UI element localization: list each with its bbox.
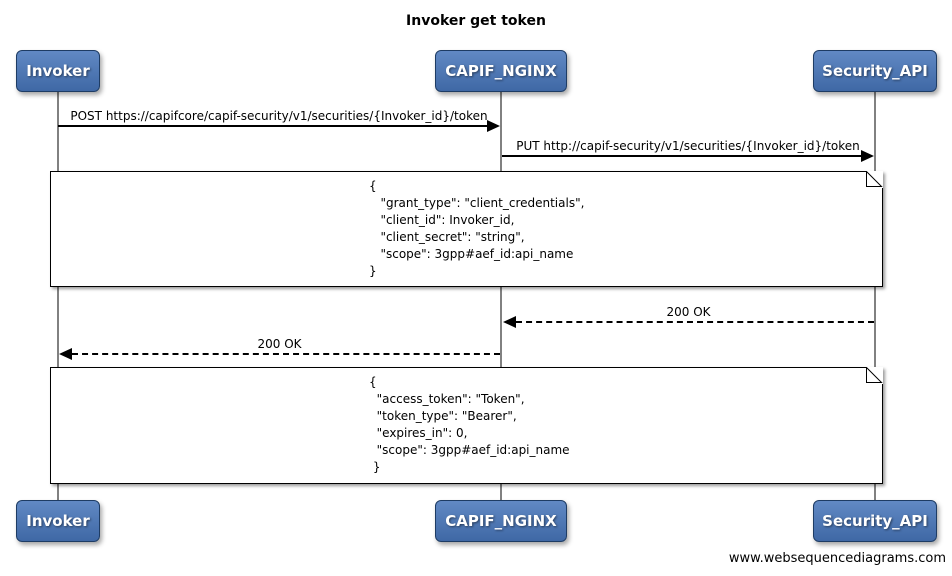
actor-box-security-api-top: Security_API [813, 50, 937, 92]
diagram-title: Invoker get token [406, 13, 546, 29]
actor-box-security-api-bottom: Security_API [813, 500, 937, 542]
lifeline-security-api [874, 92, 876, 500]
actor-box-invoker-bottom: Invoker [16, 500, 100, 542]
message-4-arrowhead-left-icon [59, 348, 72, 360]
note-response-body: { "access_token": "Token", "token_type":… [50, 367, 883, 484]
message-2-line [502, 155, 861, 157]
message-2-label: PUT http://capif-security/v1/securities/… [516, 139, 860, 153]
message-3-label: 200 OK [666, 305, 711, 319]
message-1-line [58, 125, 488, 127]
lifeline-capif-nginx [500, 92, 502, 500]
watermark-websequencediagrams: www.websequencediagrams.com [728, 551, 946, 566]
message-1-label: POST https://capifcore/capif-security/v1… [70, 109, 488, 123]
note-fold-corner-icon [866, 171, 883, 188]
lifeline-invoker [57, 92, 59, 500]
note-request-body-text: { "grant_type": "client_credentials", "c… [369, 179, 585, 278]
message-4-line [72, 353, 500, 355]
actor-box-capif-nginx-top: CAPIF_NGINX [435, 50, 567, 92]
message-4-label: 200 OK [257, 337, 302, 351]
message-3-line [516, 321, 874, 323]
note-fold-corner-icon [866, 367, 883, 384]
message-3-arrowhead-left-icon [503, 316, 516, 328]
message-1-arrowhead-right-icon [487, 120, 500, 132]
note-response-body-text: { "access_token": "Token", "token_type":… [369, 375, 570, 474]
actor-box-invoker-top: Invoker [16, 50, 100, 92]
note-request-body: { "grant_type": "client_credentials", "c… [50, 171, 883, 287]
message-2-arrowhead-right-icon [861, 150, 874, 162]
actor-box-capif-nginx-bottom: CAPIF_NGINX [435, 500, 567, 542]
